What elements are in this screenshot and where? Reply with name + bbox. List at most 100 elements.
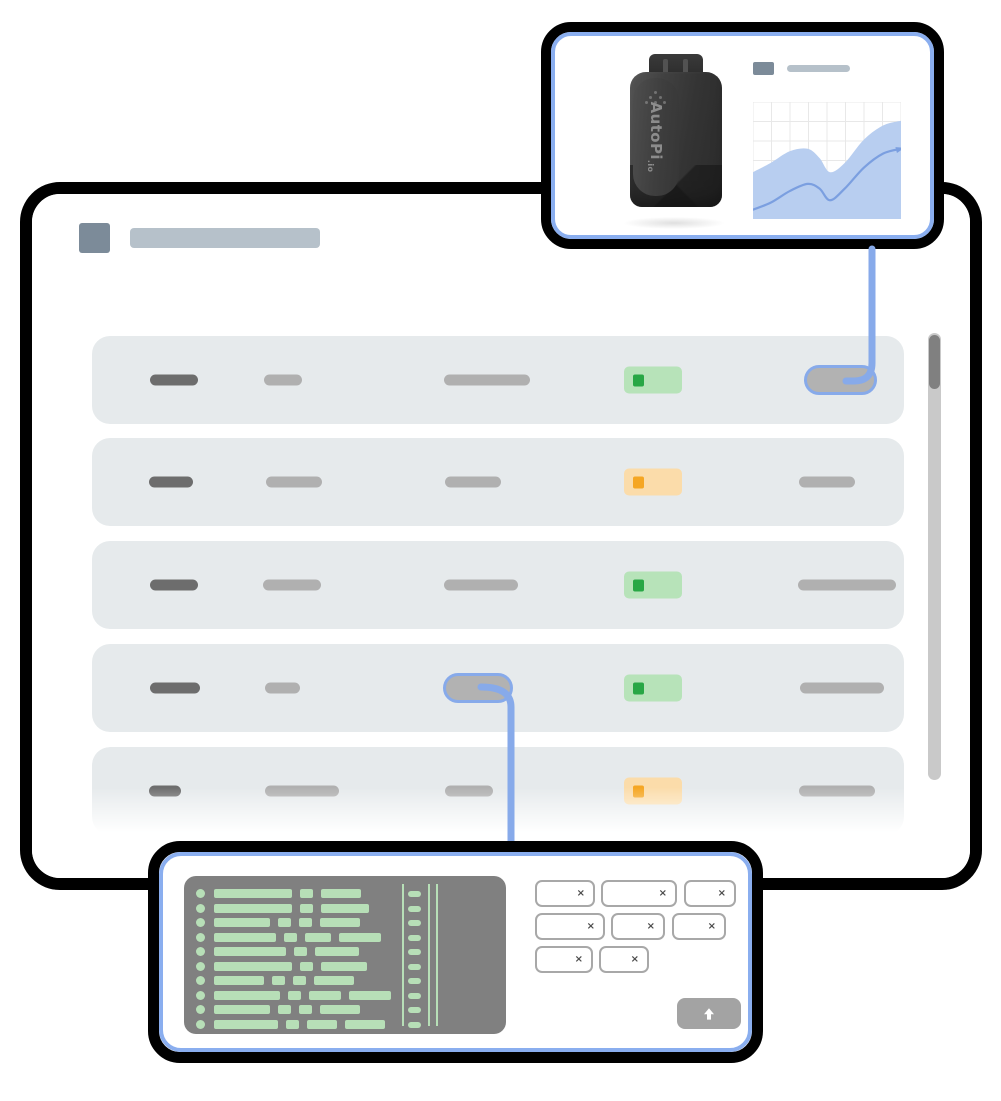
table-row[interactable] xyxy=(92,541,904,629)
dongle-brand-text: AutoPi xyxy=(647,101,665,160)
terminal-code-token xyxy=(320,1005,360,1014)
tag-chip[interactable]: × xyxy=(535,880,595,907)
tag-remove-icon[interactable]: × xyxy=(630,953,639,965)
terminal-line-bullet-icon xyxy=(196,918,205,927)
minimap-line-marker xyxy=(408,920,421,926)
tag-chip[interactable]: × xyxy=(535,913,605,940)
code-terminal[interactable] xyxy=(184,876,506,1034)
terminal-code-token xyxy=(309,990,341,1000)
terminal-line-bullet-icon xyxy=(196,932,205,942)
vertical-scrollbar[interactable] xyxy=(928,333,941,780)
cell-value-placeholder xyxy=(149,476,193,488)
table-row[interactable] xyxy=(92,644,904,732)
cell-value-placeholder xyxy=(799,785,875,797)
chart-line-trend-line xyxy=(753,147,901,211)
cell-value-placeholder xyxy=(149,785,181,797)
terminal-code-token xyxy=(214,1005,270,1014)
terminal-code-token xyxy=(314,976,354,985)
minimap-line-marker xyxy=(408,905,421,912)
app-logo-icon xyxy=(79,223,110,253)
cell-value-placeholder xyxy=(266,476,322,488)
tag-chip[interactable]: × xyxy=(599,946,649,973)
console-panel: × × × × × × × × xyxy=(148,841,763,1063)
tag-chip[interactable]: × xyxy=(601,880,677,907)
terminal-line-bullet-icon xyxy=(196,947,205,956)
tag-chip[interactable]: × xyxy=(684,880,736,907)
terminal-code-token xyxy=(299,1005,312,1014)
minimap-guide-line xyxy=(436,884,438,1026)
terminal-code-token xyxy=(345,1019,385,1029)
tag-chip[interactable]: × xyxy=(611,913,665,940)
terminal-code-token xyxy=(214,947,286,956)
terminal-code-token xyxy=(321,903,369,913)
status-dot-icon xyxy=(633,374,644,386)
terminal-code-token xyxy=(214,976,264,985)
tag-remove-icon[interactable]: × xyxy=(707,920,716,932)
tag-remove-icon[interactable]: × xyxy=(576,887,585,899)
terminal-code-token xyxy=(286,1019,299,1029)
dongle-brand-label: AutoPi.io xyxy=(646,101,665,173)
terminal-code-token xyxy=(288,990,301,1000)
status-dot-icon xyxy=(633,682,644,694)
arrow-up-icon xyxy=(704,1007,714,1020)
dongle-brand-suffix: .io xyxy=(646,159,655,173)
terminal-code-token xyxy=(315,947,359,956)
terminal-code-token xyxy=(294,947,307,956)
terminal-line-bullet-icon xyxy=(196,990,205,1000)
dongle-face-plate: AutoPi.io xyxy=(633,78,679,196)
tag-remove-icon[interactable]: × xyxy=(574,953,583,965)
minimap-line-marker xyxy=(408,992,421,999)
main-window xyxy=(20,182,982,890)
cell-value-placeholder xyxy=(150,374,198,386)
cell-value-placeholder xyxy=(800,682,884,694)
terminal-code-token xyxy=(305,932,331,942)
cell-value-placeholder xyxy=(265,682,300,694)
dongle-signal-icon xyxy=(645,91,667,107)
minimap-line-marker xyxy=(408,891,421,897)
highlighted-action-pill[interactable] xyxy=(804,365,877,395)
tag-remove-icon[interactable]: × xyxy=(646,920,655,932)
tag-chip[interactable]: × xyxy=(535,946,593,973)
console-panel-content: × × × × × × × × xyxy=(159,852,752,1052)
chart-trend-arrow-icon xyxy=(895,147,901,153)
terminal-code-token xyxy=(300,903,313,913)
status-badge xyxy=(624,468,682,496)
tag-chip[interactable]: × xyxy=(672,913,726,940)
scrollbar-thumb[interactable] xyxy=(929,335,940,389)
terminal-code-token xyxy=(320,918,360,927)
cell-value-placeholder xyxy=(150,682,200,694)
terminal-code-token xyxy=(214,1019,278,1029)
terminal-code-token xyxy=(214,889,292,898)
tag-remove-icon[interactable]: × xyxy=(586,920,595,932)
minimap-line-marker xyxy=(408,978,421,984)
status-badge xyxy=(624,571,682,599)
terminal-line-bullet-icon xyxy=(196,903,205,913)
terminal-line-bullet-icon xyxy=(196,961,205,971)
table-body xyxy=(32,336,970,878)
highlighted-action-pill[interactable] xyxy=(443,673,513,703)
status-badge xyxy=(624,366,682,394)
terminal-line-bullet-icon xyxy=(196,1005,205,1014)
autopi-dongle-image: AutoPi.io xyxy=(610,44,740,234)
cell-value-placeholder xyxy=(444,579,518,591)
tag-remove-icon[interactable]: × xyxy=(658,887,667,899)
cell-value-placeholder xyxy=(798,579,896,591)
cell-value-placeholder xyxy=(263,579,321,591)
tag-remove-icon[interactable]: × xyxy=(717,887,726,899)
terminal-code-token xyxy=(307,1019,337,1029)
status-dot-icon xyxy=(633,785,644,797)
table-row[interactable] xyxy=(92,747,904,835)
chart-area-area-upper xyxy=(753,120,901,219)
chart-badge-icon xyxy=(753,62,774,75)
terminal-code-token xyxy=(300,961,313,971)
terminal-code-token xyxy=(299,918,312,927)
upload-button[interactable] xyxy=(677,998,741,1029)
terminal-code-token xyxy=(349,990,391,1000)
table-row[interactable] xyxy=(92,438,904,526)
terminal-code-token xyxy=(214,961,292,971)
cell-value-placeholder xyxy=(444,374,530,386)
table-row[interactable] xyxy=(92,336,904,424)
terminal-code-token xyxy=(272,976,285,985)
minimap-line-marker xyxy=(408,1007,421,1013)
